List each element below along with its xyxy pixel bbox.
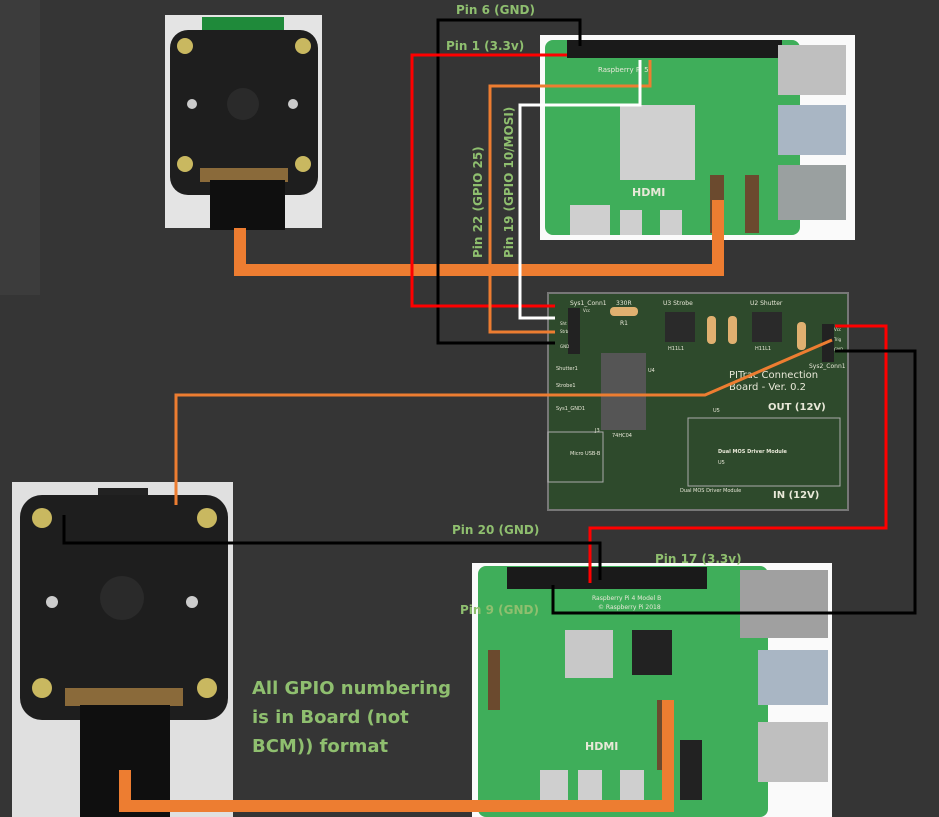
pi5-hdmi-label: HDMI <box>632 186 665 199</box>
shutter1-label: Shutter1 <box>556 366 578 372</box>
pi4-hdmi-label: HDMI <box>585 740 618 753</box>
label-pin9: Pin 9 (GND) <box>460 603 539 617</box>
camera-bottom <box>12 482 233 817</box>
wire-pin9-gnd <box>551 349 917 615</box>
sys1-gnd-label: Sys1_GND1 <box>556 406 585 412</box>
label-pin22: Pin 22 (GPIO 25) <box>471 146 485 258</box>
wire-pin22-strobe <box>488 60 652 334</box>
wire-pin17-3v3 <box>588 324 888 583</box>
pi4-copyright-label: © Raspberry Pi 2018 <box>598 604 661 611</box>
label-pin19: Pin 19 (GPIO 10/MOSI) <box>502 107 516 258</box>
raspberry-logo-icon <box>227 88 259 120</box>
pin-strb-label: Strb <box>560 329 569 334</box>
r1-label: R1 <box>620 320 628 327</box>
raspberry-logo-icon <box>100 576 144 620</box>
sys1-connector <box>568 308 580 354</box>
gpio-header <box>567 40 782 58</box>
camera-bottom-ribbon <box>119 700 674 812</box>
wire-pin1-3v3 <box>410 53 567 308</box>
gpio-header <box>507 567 707 589</box>
pin2-vcc-label: Vcc <box>834 327 841 332</box>
wire-camera-trigger <box>174 338 833 505</box>
wire-pin6-gnd <box>436 18 582 345</box>
j3-label: J3 <box>594 428 600 434</box>
raspberry-pi-5: Raspberry Pi 5 HDMI <box>540 35 855 240</box>
pin-sht-label: Sht <box>560 321 567 326</box>
raspberry-pi-4: Raspberry Pi 4 Model B © Raspberry Pi 20… <box>472 563 832 817</box>
in-label: IN (12V) <box>773 490 819 501</box>
u2-part-label: H11L1 <box>755 346 771 352</box>
camera-top-ribbon <box>234 200 724 276</box>
sys1-conn-label: Sys1_Conn1 <box>570 300 607 307</box>
strobe1-label: Strobe1 <box>556 383 576 389</box>
gpio-numbering-note: All GPIO numbering is in Board (not BCM)… <box>252 678 451 757</box>
pin-vcc-label: Vcc <box>583 308 590 313</box>
wire-pin19-shutter <box>518 60 642 320</box>
r1-value-label: 330R <box>616 300 632 307</box>
pi5-model-label: Raspberry Pi 5 <box>598 66 649 74</box>
u5-label-2: U5 <box>718 460 725 466</box>
board-title-1: PITrac Connection <box>729 370 818 381</box>
u4-part-label: 74HC04 <box>612 433 632 439</box>
u3-part-label: H11L1 <box>668 346 684 352</box>
pin-gnd-label: GND <box>560 344 569 349</box>
usb-label: Micro USB-B <box>570 451 601 457</box>
board-title-2: Board - Ver. 0.2 <box>729 382 806 393</box>
label-pin6: Pin 6 (GND) <box>456 3 535 17</box>
camera-top <box>165 15 322 230</box>
out-label: OUT (12V) <box>768 402 826 413</box>
pin2-trig-label: Trig <box>833 337 842 342</box>
u2-label: U2 Shutter <box>750 300 783 307</box>
left-panel <box>0 0 40 295</box>
label-pin1: Pin 1 (3.3v) <box>446 39 524 53</box>
label-pin20: Pin 20 (GND) <box>452 523 539 537</box>
driver-silk-label: Dual MOS Driver Module <box>680 488 741 494</box>
driver-label: Dual MOS Driver Module <box>718 449 788 455</box>
u3-label: U3 Strobe <box>663 300 693 307</box>
pi4-model-label: Raspberry Pi 4 Model B <box>592 595 661 602</box>
label-pin17: Pin 17 (3.3v) <box>655 552 742 566</box>
wire-pin20-gnd <box>62 515 602 580</box>
u5-label: U5 <box>713 408 720 414</box>
sys2-conn-label: Sys2_Conn1 <box>809 363 846 370</box>
connection-board: Sys1_Conn1 330R R1 U3 Strobe U2 Shutter … <box>547 292 849 511</box>
u4-label: U4 <box>648 368 655 374</box>
